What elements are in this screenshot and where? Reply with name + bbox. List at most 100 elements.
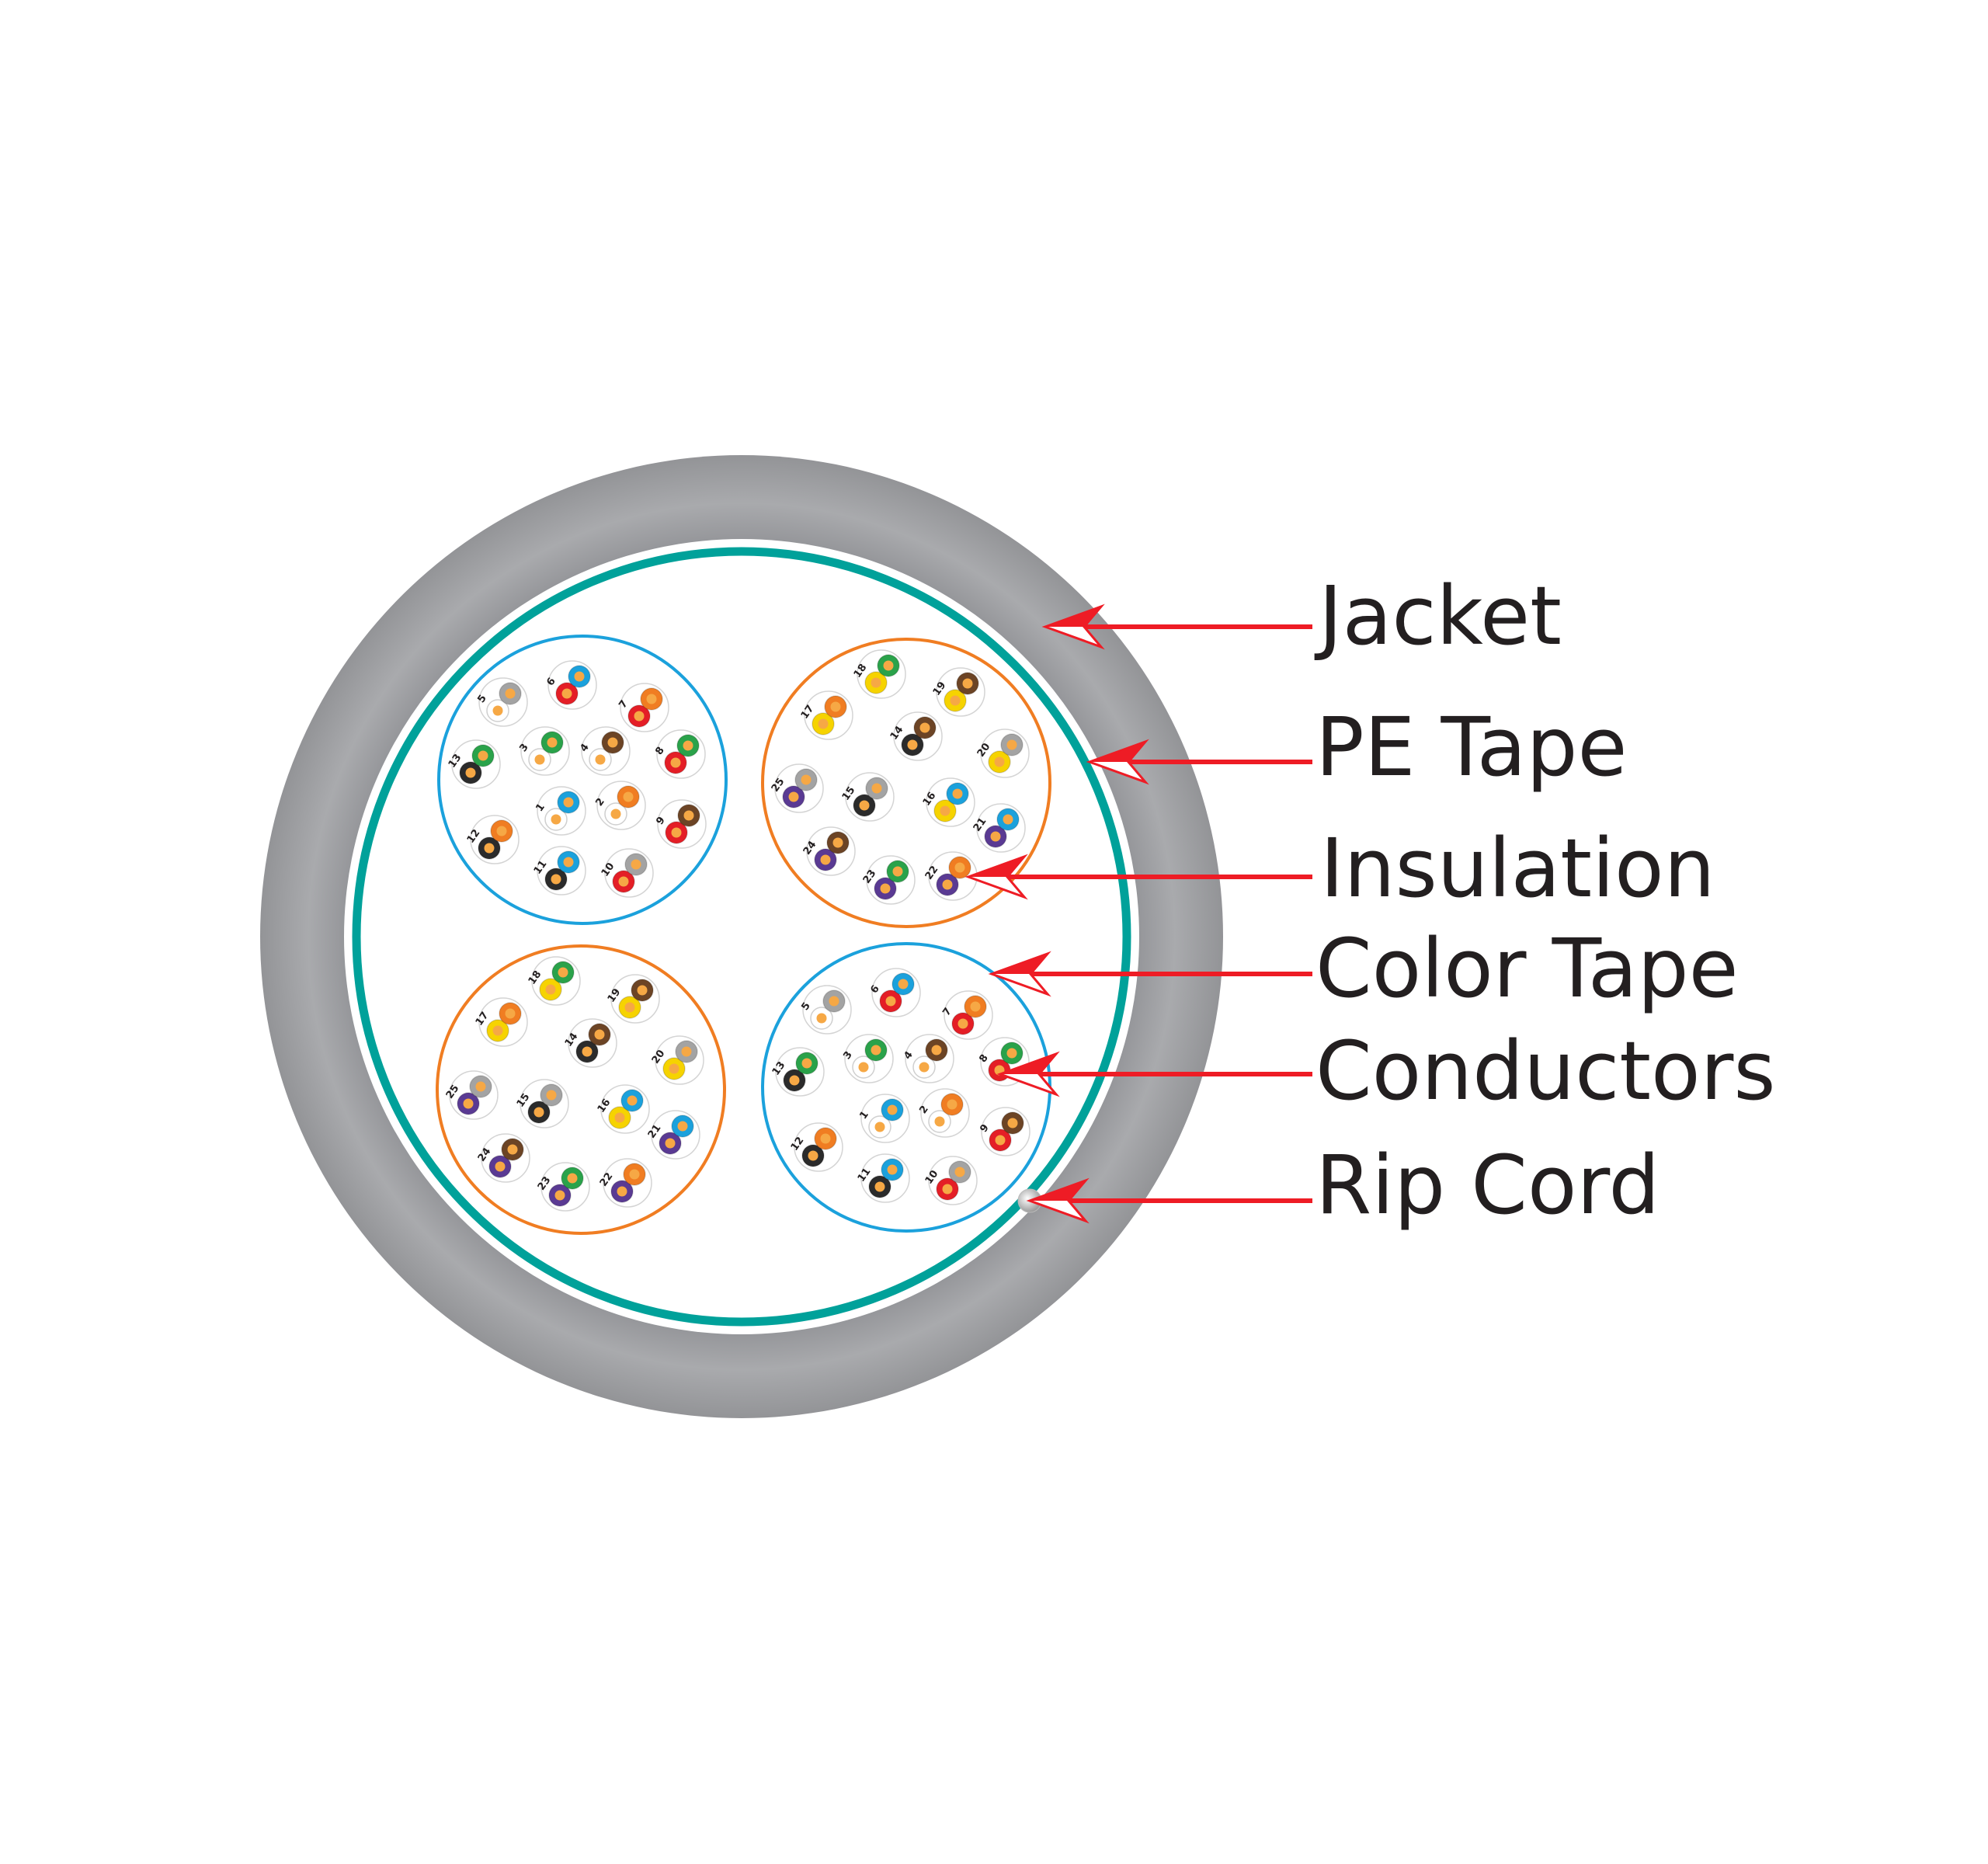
- conductor: [507, 1144, 518, 1155]
- conductor: [801, 774, 812, 785]
- conductor: [505, 688, 516, 699]
- conductor: [545, 984, 556, 995]
- conductor: [561, 688, 572, 699]
- conductor: [554, 1190, 565, 1201]
- pair-3: 3: [841, 1034, 894, 1083]
- conductor: [683, 810, 694, 821]
- pair-15: 15: [840, 772, 895, 822]
- conductor: [1003, 814, 1013, 825]
- pair-9: 9: [978, 1107, 1030, 1156]
- pair-20: 20: [650, 1035, 704, 1085]
- conductor: [858, 1062, 869, 1073]
- pair-6: 6: [868, 968, 921, 1017]
- conductor: [582, 1046, 593, 1057]
- conductor: [618, 876, 629, 887]
- pair-18: 18: [527, 956, 581, 1006]
- conductor: [950, 695, 961, 706]
- pair-12: 12: [465, 815, 520, 864]
- conductor: [677, 1121, 688, 1132]
- pair-23: 23: [536, 1162, 590, 1212]
- pair-25: 25: [770, 763, 824, 813]
- conductor: [558, 967, 568, 978]
- conductor: [617, 1186, 627, 1197]
- label-insulation: Insulation: [1320, 821, 1715, 916]
- conductor: [594, 1029, 605, 1040]
- conductor: [624, 1002, 635, 1013]
- conductor: [818, 718, 829, 729]
- pair-3: 3: [517, 726, 570, 776]
- conductor: [629, 1169, 640, 1180]
- conductor: [492, 705, 503, 716]
- conductor: [940, 805, 951, 816]
- pair-16: 16: [921, 777, 975, 827]
- pair-6: 6: [544, 660, 597, 710]
- pair-24: 24: [476, 1133, 530, 1183]
- conductor: [871, 1045, 881, 1055]
- label-rip-cord: Rip Cord: [1315, 1138, 1660, 1233]
- conductor: [898, 979, 909, 989]
- pair-16: 16: [596, 1084, 650, 1134]
- conductor: [681, 1046, 692, 1057]
- conductor: [832, 837, 843, 848]
- conductor: [495, 1161, 506, 1172]
- conductor: [874, 1181, 885, 1192]
- conductor: [919, 1062, 930, 1073]
- conductor: [892, 866, 903, 877]
- pair-7: 7: [617, 683, 669, 732]
- conductor: [574, 671, 585, 682]
- conductor: [551, 814, 561, 825]
- conductor: [547, 737, 558, 748]
- label-conductors: Conductors: [1315, 1024, 1776, 1118]
- conductor: [496, 826, 507, 836]
- pair-13: 13: [770, 1047, 825, 1097]
- arrow-conductors: [996, 1051, 1312, 1097]
- conductor: [546, 1090, 557, 1101]
- pair-25: 25: [444, 1070, 499, 1120]
- conductor: [623, 791, 634, 802]
- pair-5: 5: [799, 985, 852, 1035]
- conductor: [970, 1001, 981, 1012]
- arrow-insulation: [964, 854, 1312, 900]
- pair-12: 12: [789, 1122, 843, 1172]
- pair-17: 17: [799, 690, 853, 740]
- pair-1: 1: [533, 786, 586, 836]
- callout-arrows: [964, 603, 1312, 1224]
- conductor: [646, 694, 657, 704]
- label-color-tape: Color Tape: [1315, 921, 1739, 1016]
- conductor: [505, 1008, 516, 1019]
- conductor: [995, 1135, 1006, 1146]
- pair-21: 21: [646, 1110, 700, 1160]
- conductor: [631, 859, 641, 870]
- pair-14: 14: [888, 711, 943, 761]
- arrow-rip-cord: [1026, 1177, 1312, 1224]
- arrow-color-tape: [988, 951, 1312, 997]
- conductor: [871, 783, 882, 794]
- conductor: [478, 750, 488, 761]
- conductor: [942, 879, 953, 890]
- pair-11: 11: [856, 1153, 910, 1203]
- conductor: [871, 677, 881, 688]
- pair-1: 1: [857, 1094, 910, 1143]
- conductor: [880, 883, 891, 894]
- conductor: [887, 1164, 898, 1175]
- conductor: [958, 1018, 968, 1029]
- pair-11: 11: [532, 846, 586, 895]
- conductor: [954, 1167, 965, 1177]
- conductor: [919, 722, 930, 733]
- conductor: [934, 1116, 945, 1127]
- pair-9: 9: [654, 799, 707, 849]
- conductor: [788, 791, 799, 802]
- conductor: [885, 996, 896, 1007]
- conductor: [607, 737, 618, 748]
- pair-19: 19: [606, 974, 660, 1024]
- conductor: [808, 1150, 818, 1161]
- conductor: [830, 701, 841, 712]
- pair-7: 7: [940, 990, 993, 1040]
- conductor: [563, 857, 574, 868]
